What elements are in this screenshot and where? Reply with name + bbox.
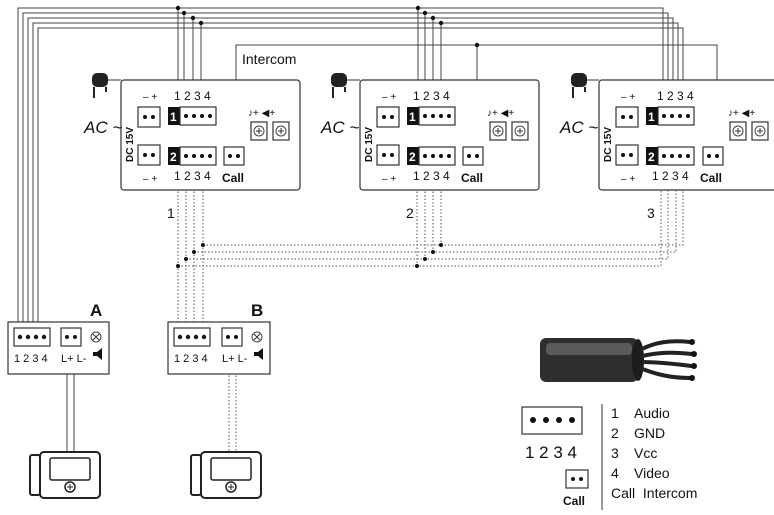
monitor-1-body <box>120 79 301 191</box>
port-1-number: 1 <box>409 110 416 124</box>
svg-text:♪+ ◀+: ♪+ ◀+ <box>487 108 514 119</box>
call-label: Call <box>222 171 244 185</box>
panel-letter: A <box>90 301 102 320</box>
call-label: Call <box>700 171 722 185</box>
power-adapter-icon <box>571 73 599 98</box>
volume-knobs-icon: ♪+ ◀+ <box>248 108 290 141</box>
port-1-number: 1 <box>648 110 655 124</box>
polarity-top: – + <box>382 92 396 103</box>
lock-label: L+ L- <box>222 353 248 365</box>
power-terminal-bottom <box>615 144 639 166</box>
speaker-icon <box>254 348 263 360</box>
legend-label: Vcc <box>634 445 657 461</box>
volume-knobs-icon: ♪+ ◀+ <box>728 108 769 141</box>
polarity-bottom: – + <box>621 174 635 185</box>
port-1-connector <box>179 106 217 126</box>
door-panel-a: A 1 2 3 4 L+ L- <box>7 301 110 375</box>
legend: 1 2 3 4 Call 1 Audio 2 GND 3 Vcc 4 Video… <box>521 404 697 510</box>
legend-num: 4 <box>611 465 619 481</box>
legend-label: GND <box>634 425 665 441</box>
top-pin-label: 1 2 3 4 <box>657 89 694 103</box>
legend-call-item: Call Intercom <box>611 485 697 501</box>
call-connector <box>223 146 245 166</box>
polarity-top: – + <box>621 92 635 103</box>
lock-wires-a <box>66 365 75 455</box>
door-lock-icon <box>29 451 101 499</box>
panel-b-connector <box>173 327 211 347</box>
door-lock-icon <box>190 451 262 499</box>
bottom-pin-label: 1 2 3 4 <box>174 169 211 183</box>
top-pin-label: 1 2 3 4 <box>413 89 450 103</box>
power-terminal-top <box>376 106 400 128</box>
port-2-connector <box>418 146 456 166</box>
monitor-number: 2 <box>406 205 414 221</box>
dc-label: DC 15V <box>125 127 136 162</box>
power-adapter-icon <box>92 73 121 98</box>
svg-text:♪+ ◀+: ♪+ ◀+ <box>248 108 275 119</box>
port-2-number: 2 <box>409 150 416 164</box>
panel-pin-label: 1 2 3 4 <box>174 353 208 365</box>
port-1-number: 1 <box>170 110 177 124</box>
intercom-label: Intercom <box>242 51 296 67</box>
port-2-connector <box>657 146 695 166</box>
power-terminal-top <box>137 106 161 128</box>
call-connector <box>462 146 484 166</box>
bottom-pin-label: 1 2 3 4 <box>652 169 689 183</box>
monitor-unit-2: AC ~ DC 15V – + – + 1 2 3 4 1 2 1 2 3 4 … <box>320 73 540 221</box>
screw-icon <box>90 331 102 343</box>
legend-num: 2 <box>611 425 619 441</box>
port-1-connector <box>418 106 456 126</box>
speaker-icon <box>93 348 102 360</box>
legend-label: Audio <box>634 405 670 421</box>
panel-letter: B <box>251 301 263 320</box>
call-label: Call <box>461 171 483 185</box>
legend-num: 1 <box>611 405 619 421</box>
svg-text:♪+ ◀+: ♪+ ◀+ <box>728 108 755 119</box>
lock-connector <box>221 327 243 347</box>
panel-a-connector <box>13 327 51 347</box>
polarity-bottom: – + <box>382 174 396 185</box>
power-terminal-bottom <box>376 144 400 166</box>
screw-icon <box>251 331 263 343</box>
cable-icon <box>540 338 697 382</box>
monitor-number: 3 <box>647 205 655 221</box>
bottom-pin-label: 1 2 3 4 <box>413 169 450 183</box>
bottom-dotted-junctions <box>176 243 443 268</box>
polarity-bottom: – + <box>143 174 157 185</box>
power-terminal-top <box>615 106 639 128</box>
dc-label: DC 15V <box>364 127 375 162</box>
panel-pin-label: 1 2 3 4 <box>14 353 48 365</box>
legend-label: Video <box>634 465 670 481</box>
call-connector <box>702 146 724 166</box>
monitor-number: 1 <box>167 205 175 221</box>
dc-label: DC 15V <box>603 127 614 162</box>
legend-call-connector <box>565 469 589 489</box>
port-1-connector <box>657 106 695 126</box>
volume-knobs-icon: ♪+ ◀+ <box>487 108 529 141</box>
monitor-2-body <box>359 79 540 191</box>
monitor-unit-3: AC ~ DC 15V – + – + 1 2 3 4 1 2 1 2 3 4 … <box>559 73 774 221</box>
power-terminal-bottom <box>137 144 161 166</box>
ac-label: AC ~ <box>83 118 122 137</box>
top-pin-label: 1 2 3 4 <box>174 89 211 103</box>
ac-label: AC ~ <box>559 118 598 137</box>
legend-num: 3 <box>611 445 619 461</box>
top-wiring-junctions <box>175 5 480 48</box>
ac-label: AC ~ <box>320 118 359 137</box>
bottom-dotted-bus <box>177 188 684 455</box>
legend-pin-label: 1 2 3 4 <box>525 443 577 462</box>
port-2-number: 2 <box>170 150 177 164</box>
monitor-3-body <box>598 79 774 191</box>
port-2-connector <box>179 146 217 166</box>
polarity-top: – + <box>143 92 157 103</box>
power-adapter-icon <box>331 73 360 98</box>
legend-call-label: Call <box>563 494 585 508</box>
door-panel-b: B 1 2 3 4 L+ L- <box>167 301 271 375</box>
monitor-unit-1: AC ~ DC 15V – + – + 1 2 3 4 1 2 1 2 3 4 … <box>83 73 301 221</box>
port-2-number: 2 <box>648 150 655 164</box>
lock-label: L+ L- <box>61 353 87 365</box>
lock-connector <box>60 327 82 347</box>
